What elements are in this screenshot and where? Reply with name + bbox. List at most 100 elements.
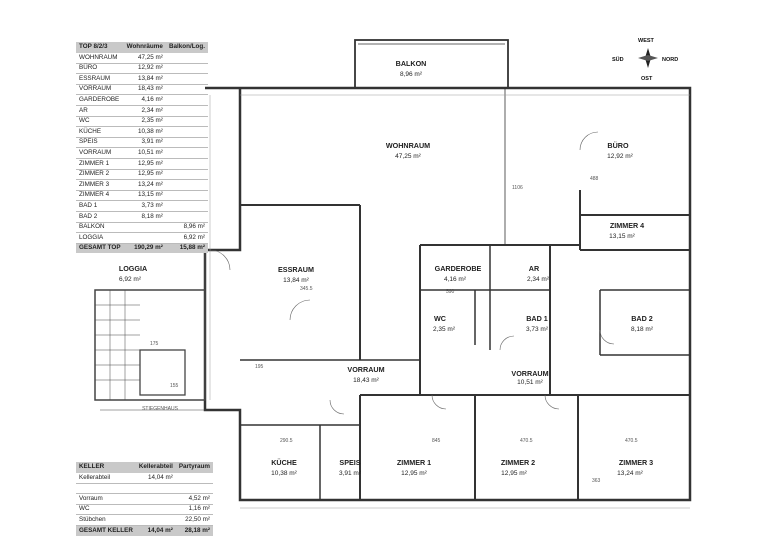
row-name: Stübchen	[76, 514, 136, 526]
row-name: ZIMMER 2	[76, 169, 124, 181]
room-area-loggia: 6,92 m²	[119, 276, 142, 283]
row-value: 12,92 m²	[123, 63, 166, 75]
keller-table: KELLER Kellerabteil Partyraum Kellerabte…	[76, 462, 213, 536]
row-value: 13,84 m²	[123, 73, 166, 85]
dimension-texts: 345.5 290.5 845 470.5 470.5 488 363 1106…	[150, 176, 638, 484]
row-value: 4,16 m²	[123, 94, 166, 106]
row-value: 8,96 m²	[165, 222, 208, 234]
room-name-loggia: LOGGIA	[119, 264, 147, 273]
room-name-balkon: BALKON	[396, 59, 427, 68]
row-value	[123, 222, 166, 234]
row-name: Kellerabteil	[76, 473, 136, 484]
row-value	[165, 169, 208, 181]
room-area-vorraum2: 10,51 m²	[517, 379, 543, 386]
row-value	[165, 200, 208, 212]
dim-label: 363	[592, 478, 601, 484]
row-value	[165, 116, 208, 128]
row-name: ESSRAUM	[76, 73, 124, 85]
room-area-zimmer3: 13,24 m²	[617, 470, 643, 477]
area-table-header: TOP 8/2/3 Wohnräume Balkon/Log.	[76, 42, 208, 53]
row-value	[165, 73, 208, 85]
total-name: GESAMT TOP	[76, 243, 124, 254]
room-name-vorraum1: VORRAUM	[347, 365, 384, 374]
room-area-wohnraum: 47,25 m²	[395, 153, 421, 160]
row-value: 14,04 m²	[135, 473, 176, 484]
dim-label: 1106	[512, 185, 523, 191]
dim-label: 470.5	[520, 438, 533, 444]
compass-east: OST	[641, 76, 653, 82]
row-value	[175, 483, 213, 495]
row-value	[165, 94, 208, 106]
row-name: WC	[76, 116, 124, 128]
row-value: 3,91 m²	[123, 137, 166, 149]
room-area-vorraum1: 18,43 m²	[353, 377, 379, 384]
room-name-speis: SPEIS	[339, 458, 360, 467]
row-value: 10,38 m²	[123, 126, 166, 138]
row-value	[135, 483, 176, 495]
compass-icon: WEST SÜD NORD OST	[612, 38, 678, 82]
room-name-zimmer3: ZIMMER 3	[619, 458, 653, 467]
dim-label: 590	[446, 289, 455, 295]
row-name: BAD 2	[76, 211, 124, 223]
row-value: 2,34 m²	[123, 105, 166, 117]
room-area-zimmer1: 12,95 m²	[401, 470, 427, 477]
row-name: ZIMMER 4	[76, 190, 124, 202]
dim-label: 290.5	[280, 438, 293, 444]
room-area-essraum: 13,84 m²	[283, 277, 309, 284]
row-name: VORRAUM	[76, 147, 124, 159]
row-value: 13,24 m²	[123, 179, 166, 191]
row-name: ZIMMER 3	[76, 179, 124, 191]
compass-north: NORD	[662, 57, 678, 63]
total-value: 28,18 m²	[175, 525, 213, 536]
row-value: 18,43 m²	[123, 84, 166, 96]
room-area-ar: 2,34 m²	[527, 276, 550, 283]
row-name: AR	[76, 105, 124, 117]
room-name-kueche: KÜCHE	[271, 458, 297, 467]
row-value	[165, 211, 208, 223]
dim-label: 470.5	[625, 438, 638, 444]
row-value: 2,35 m²	[123, 116, 166, 128]
area-table-total: GESAMT TOP 190,29 m² 15,88 m²	[76, 243, 208, 254]
room-area-bad1: 3,73 m²	[526, 326, 549, 333]
area-table-col1: Wohnräume	[123, 42, 166, 53]
row-value	[165, 158, 208, 170]
room-name-bad1: BAD 1	[526, 314, 548, 323]
room-name-zimmer1: ZIMMER 1	[397, 458, 431, 467]
row-name: Vorraum	[76, 493, 136, 505]
room-name-garderobe: GARDEROBE	[435, 264, 482, 273]
row-name: SPEIS	[76, 137, 124, 149]
row-value	[165, 137, 208, 149]
row-value: 12,95 m²	[123, 169, 166, 181]
row-value	[135, 504, 176, 516]
row-value: 6,92 m²	[165, 232, 208, 244]
room-name-wc: WC	[434, 314, 446, 323]
room-area-bad2: 8,18 m²	[631, 326, 654, 333]
row-name	[76, 483, 136, 495]
row-value	[165, 63, 208, 75]
area-table-title: TOP 8/2/3	[76, 42, 124, 53]
row-name: ZIMMER 1	[76, 158, 124, 170]
row-name: VORRAUM	[76, 84, 124, 96]
dimension-lines	[209, 94, 690, 509]
row-value: 10,51 m²	[123, 147, 166, 159]
room-name-bad2: BAD 2	[631, 314, 653, 323]
dim-label: 488	[590, 176, 599, 182]
keller-table-header: KELLER Kellerabteil Partyraum	[76, 462, 213, 473]
keller-table-col1: Kellerabteil	[135, 462, 176, 473]
dim-label: 175	[150, 341, 159, 347]
loggia-outline	[95, 249, 206, 290]
room-labels: BALKON 8,96 m² WOHNRAUM 47,25 m² BÜRO 12…	[119, 59, 654, 477]
row-name: BAD 1	[76, 200, 124, 212]
